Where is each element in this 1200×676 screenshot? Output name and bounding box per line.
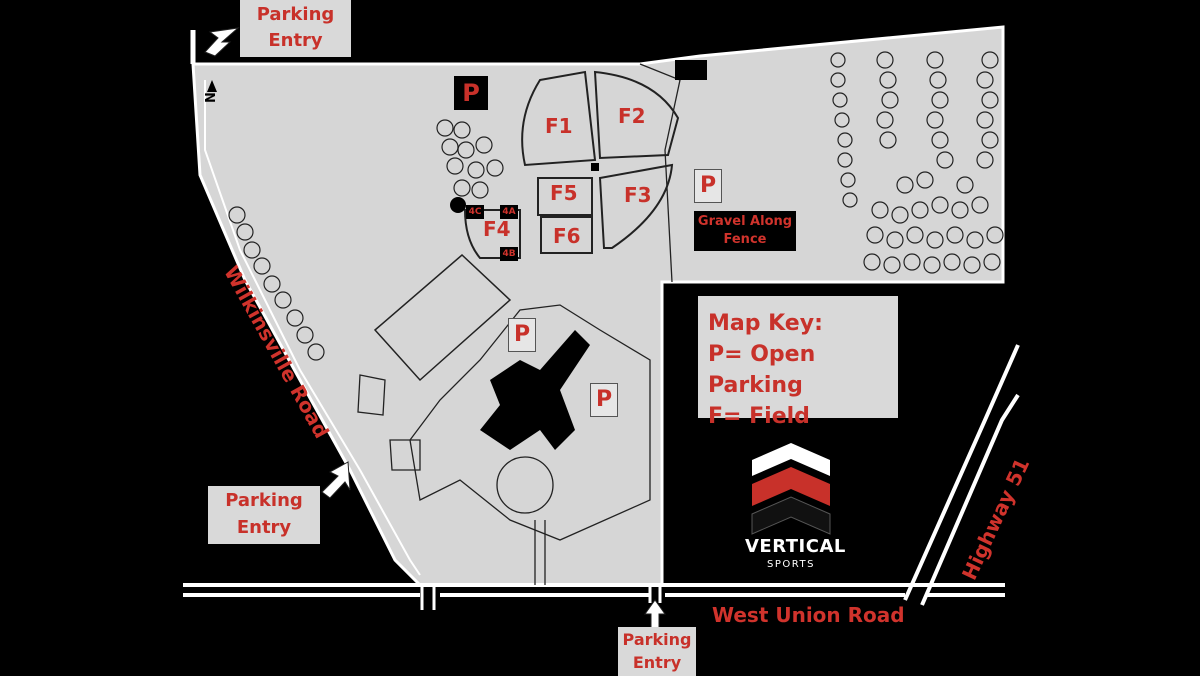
bottom-parking-entry-label: Parking Entry [618,627,696,676]
parking-marker-building-north: P [508,318,536,352]
field-f3 [598,163,674,249]
field-label-f4: F4 [483,217,511,241]
map-key: Map Key: P= Open Parking F= Field [698,296,898,429]
west-union-road [183,583,1005,597]
parking-marker-building-east: P [590,383,618,417]
bottom-entry-drive [648,585,662,603]
entry-line-2: Entry [268,30,323,51]
field-f6 [540,216,593,254]
school-building [480,330,590,450]
north-arrow-icon [207,80,217,92]
subfield-4b: 4B [500,247,518,261]
map-key-title: Map Key: [708,311,823,336]
field-f1 [521,70,597,167]
logo-sub: SPORTS [767,559,815,570]
subfield-4c: 4C [466,205,484,219]
west-union-road-label: West Union Road [712,603,905,627]
top-entry-arrow [204,27,240,57]
field-f2 [593,70,680,160]
entry-line-1: Parking [622,630,692,649]
field-label-f6: F6 [553,224,581,248]
logo-name: VERTICAL [745,536,846,557]
north-label: N [203,92,219,103]
entry-line-2: Entry [632,653,682,672]
parking-marker-gravel: P [694,169,722,203]
entry-line-1: Parking [225,490,303,511]
left-entry-arrow [321,461,351,499]
gravel-note: Gravel Along Fence [694,211,796,251]
parking-marker-black: P [454,76,488,110]
gravel-line-2: Fence [723,232,767,247]
field-f5 [537,177,593,216]
entry-line-2: Entry [236,517,292,538]
subfield-4a: 4A [500,205,518,219]
field-label-f2: F2 [618,104,646,128]
bottom-entry-arrow [644,599,666,629]
map-key-field: F= Field [708,404,810,429]
field-label-f3: F3 [624,183,652,207]
highway-51 [903,344,1020,606]
left-parking-entry-label: Parking Entry [208,486,320,544]
gravel-line-1: Gravel Along [697,214,793,229]
field-label-f1: F1 [545,114,573,138]
vertical-sports-logo-mark [751,443,831,535]
field-label-f5: F5 [550,181,578,205]
map-key-parking: P= Open Parking [708,342,816,398]
top-parking-entry-label: Parking Entry [240,0,351,57]
entry-line-1: Parking [256,4,335,25]
